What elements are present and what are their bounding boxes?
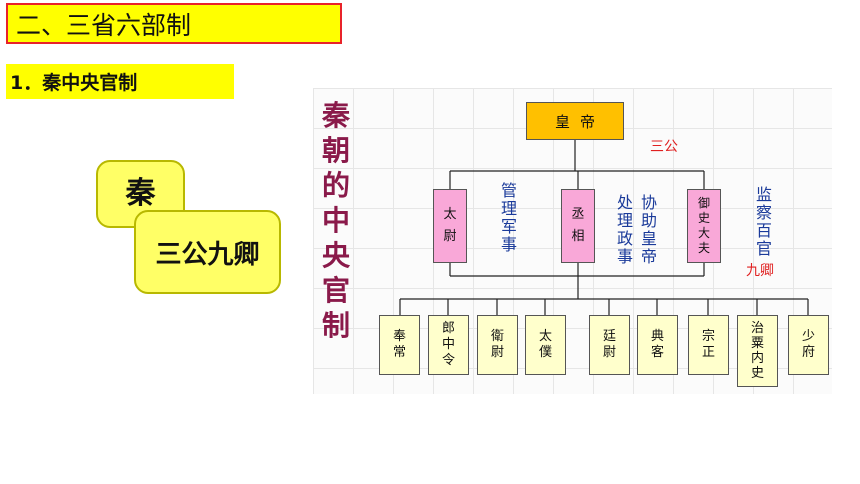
box-char: 常 xyxy=(392,345,406,360)
box-char: 太 xyxy=(538,329,552,344)
box-char: 府 xyxy=(801,345,815,360)
box-char: 史 xyxy=(750,366,764,381)
jiuqing-box: 郎 中 令 xyxy=(428,315,469,375)
duty-taiwei: 管 理 军 事 xyxy=(501,182,517,254)
emperor-char: 皇 xyxy=(554,112,580,131)
vertical-title-char: 制 xyxy=(321,309,350,342)
sangong-jiuqing-bubble: 三公九卿 xyxy=(134,210,281,294)
jiuqing-box: 少 府 xyxy=(788,315,829,375)
box-char: 尉 xyxy=(443,229,457,244)
vertical-title-char: 官 xyxy=(321,274,350,307)
box-char: 中 xyxy=(441,337,455,352)
box-char: 内 xyxy=(750,351,764,366)
box-char: 客 xyxy=(650,345,664,360)
box-char: 僕 xyxy=(538,345,552,360)
jiuqing-box: 典 客 xyxy=(637,315,678,375)
box-char: 大 xyxy=(697,226,710,240)
duty-char: 理 xyxy=(501,199,518,218)
vertical-title-char: 央 xyxy=(321,239,350,272)
box-char: 廷 xyxy=(602,329,616,344)
vertical-title-char: 的 xyxy=(321,169,350,202)
duty-chengxiang-col2: 协 助 皇 帝 xyxy=(641,194,657,266)
box-char: 郎 xyxy=(441,321,455,336)
box-char: 奉 xyxy=(392,329,406,344)
jiuqing-box: 衛 尉 xyxy=(477,315,518,375)
jiuqing-box: 宗 正 xyxy=(688,315,729,375)
jiuqing-box: 治 粟 内 史 xyxy=(737,315,778,387)
duty-char: 事 xyxy=(617,247,634,266)
duty-char: 事 xyxy=(501,235,518,254)
box-char: 衛 xyxy=(490,329,504,344)
vertical-title-char: 秦 xyxy=(321,99,350,132)
box-char: 典 xyxy=(650,329,664,344)
box-char: 夫 xyxy=(697,241,710,255)
sub-title-text: 1．秦中央官制 xyxy=(10,72,138,94)
sangong-jiuqing-bubble-text: 三公九卿 xyxy=(155,239,260,270)
jiuqing-box: 廷 尉 xyxy=(589,315,630,375)
vertical-title-char: 中 xyxy=(321,204,350,237)
sangong-box-taiwei: 太 尉 xyxy=(433,189,467,263)
qin-bubble-text: 秦 xyxy=(125,176,156,211)
vertical-chart-title: 秦 朝 的 中 央 官 制 xyxy=(318,98,354,343)
box-char: 尉 xyxy=(602,345,616,360)
emperor-box: 皇 帝 xyxy=(526,102,624,140)
box-char: 粟 xyxy=(750,336,764,351)
box-char: 太 xyxy=(443,207,457,222)
duty-char: 助 xyxy=(641,211,658,230)
duty-char: 官 xyxy=(756,239,773,258)
box-char: 御 xyxy=(697,196,710,210)
jiuqing-box: 奉 常 xyxy=(379,315,420,375)
duty-char: 处 xyxy=(617,193,634,212)
box-char: 宗 xyxy=(701,329,715,344)
jiuqing-label: 九卿 xyxy=(746,263,774,279)
box-char: 正 xyxy=(701,345,715,360)
sub-title: 1．秦中央官制 xyxy=(6,64,234,99)
box-char: 少 xyxy=(801,329,815,344)
duty-char: 理 xyxy=(617,211,634,230)
duty-char: 管 xyxy=(501,181,518,200)
vertical-title-char: 朝 xyxy=(321,134,350,167)
duty-char: 百 xyxy=(756,221,773,240)
sangong-box-yushidafu: 御 史 大 夫 xyxy=(687,189,721,263)
section-title-text: 二、三省六部制 xyxy=(16,10,192,40)
duty-char: 协 xyxy=(641,193,658,212)
box-char: 令 xyxy=(441,353,455,368)
section-title: 二、三省六部制 xyxy=(6,3,342,44)
emperor-char: 帝 xyxy=(580,112,606,131)
jiuqing-box: 太 僕 xyxy=(525,315,566,375)
box-char: 相 xyxy=(571,229,585,244)
box-char: 丞 xyxy=(571,207,585,222)
duty-char: 军 xyxy=(501,217,518,236)
duty-char: 帝 xyxy=(641,247,658,266)
sangong-box-chengxiang: 丞 相 xyxy=(561,189,595,263)
duty-char: 皇 xyxy=(641,229,658,248)
duty-yushidafu: 监 察 百 官 xyxy=(756,186,772,258)
duty-char: 政 xyxy=(617,229,634,248)
duty-chengxiang-col1: 处 理 政 事 xyxy=(617,194,633,266)
box-char: 治 xyxy=(750,321,764,336)
box-char: 尉 xyxy=(490,345,504,360)
duty-char: 监 xyxy=(756,185,773,204)
sangong-label: 三公 xyxy=(650,139,678,155)
box-char: 史 xyxy=(697,211,710,225)
duty-char: 察 xyxy=(756,203,773,222)
